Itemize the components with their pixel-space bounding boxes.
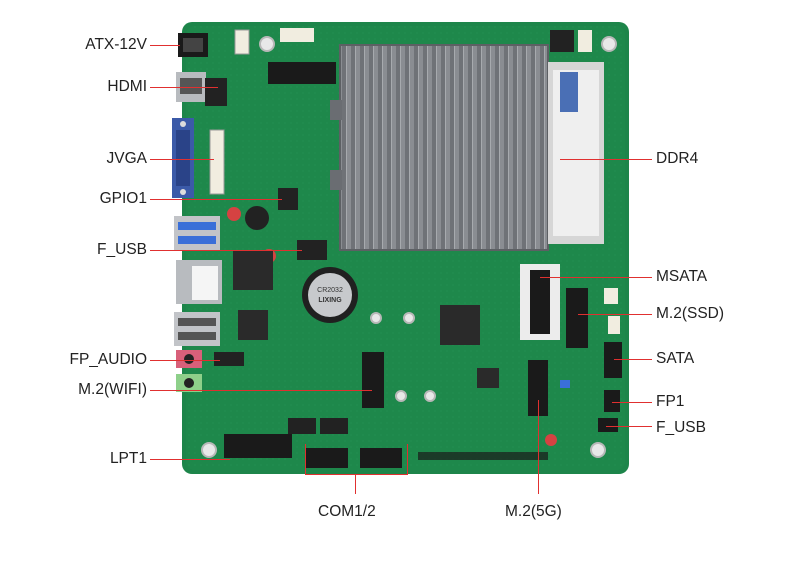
atx-header	[234, 29, 250, 55]
label-m2-wifi: M.2(WIFI)	[78, 381, 147, 398]
leader-fp1	[612, 402, 652, 403]
label-com1-2: COM1/2	[318, 503, 376, 520]
label-fp1: FP1	[656, 393, 685, 410]
leader-atx-12v	[150, 45, 180, 46]
mounting-holes	[201, 36, 617, 458]
hdmi-header	[205, 78, 227, 106]
label-atx-12v: ATX-12V	[85, 36, 147, 53]
right-f-usb-header	[598, 418, 618, 432]
vga-port	[172, 118, 194, 198]
leader-f-usb-right	[606, 426, 652, 427]
leader-gpio1	[150, 199, 282, 200]
com1-header	[306, 448, 348, 468]
fp1-header	[604, 390, 620, 412]
leader-ddr4	[560, 159, 652, 160]
f-usb-header	[297, 240, 327, 260]
io-chip	[440, 305, 480, 345]
msata-slot	[520, 264, 560, 340]
cmos-battery: CR2032 LIXING	[302, 267, 358, 323]
leader-com-stem	[355, 474, 356, 494]
label-ddr4: DDR4	[656, 150, 699, 167]
label-lpt1: LPT1	[109, 450, 147, 467]
svg-text:LIXING: LIXING	[318, 297, 342, 304]
leader-com-bracket-right	[407, 444, 408, 474]
gpio-header	[278, 188, 298, 210]
heatsink	[330, 44, 549, 251]
m2-5g-slot	[528, 360, 548, 416]
lan-port	[176, 260, 222, 304]
label-msata: MSATA	[656, 268, 708, 285]
jvga-header	[209, 129, 225, 195]
label-hdmi: HDMI	[107, 78, 147, 95]
fp-audio-header	[214, 352, 244, 366]
m2-ssd-slot	[566, 288, 588, 348]
leader-sata	[614, 359, 652, 360]
leader-m2-ssd	[578, 314, 652, 315]
label-m2-5g: M.2(5G)	[505, 503, 562, 520]
label-f-usb-right: F_USB	[656, 419, 706, 436]
audio-jacks	[176, 350, 202, 392]
leader-lpt1	[150, 459, 230, 460]
usb2-port	[174, 312, 220, 346]
atx-connector	[178, 33, 208, 57]
label-m2-ssd: M.2(SSD)	[656, 305, 725, 322]
leader-com-bracket	[305, 474, 408, 475]
com2-header	[360, 448, 402, 468]
buzzer	[245, 206, 269, 230]
leader-f-usb-left	[150, 250, 302, 251]
label-jvga: JVGA	[106, 150, 147, 167]
ddr4-slot	[548, 62, 604, 244]
lpt-header	[224, 434, 292, 458]
leader-jvga	[150, 159, 214, 160]
leader-hdmi	[150, 87, 218, 88]
m2-wifi-slot	[362, 352, 384, 408]
leader-com-bracket-left	[305, 444, 306, 474]
label-fp-audio: FP_AUDIO	[69, 351, 147, 368]
leader-fp-audio	[150, 360, 220, 361]
svg-text:CR2032: CR2032	[317, 287, 343, 294]
leader-m2-wifi	[150, 390, 372, 391]
label-gpio1: GPIO1	[99, 190, 147, 207]
label-sata: SATA	[656, 350, 695, 367]
sata-port	[604, 342, 622, 378]
leader-msata	[540, 277, 652, 278]
usb3-port	[174, 216, 220, 250]
leader-m2-5g	[538, 400, 539, 494]
label-f-usb-left: F_USB	[97, 241, 147, 258]
